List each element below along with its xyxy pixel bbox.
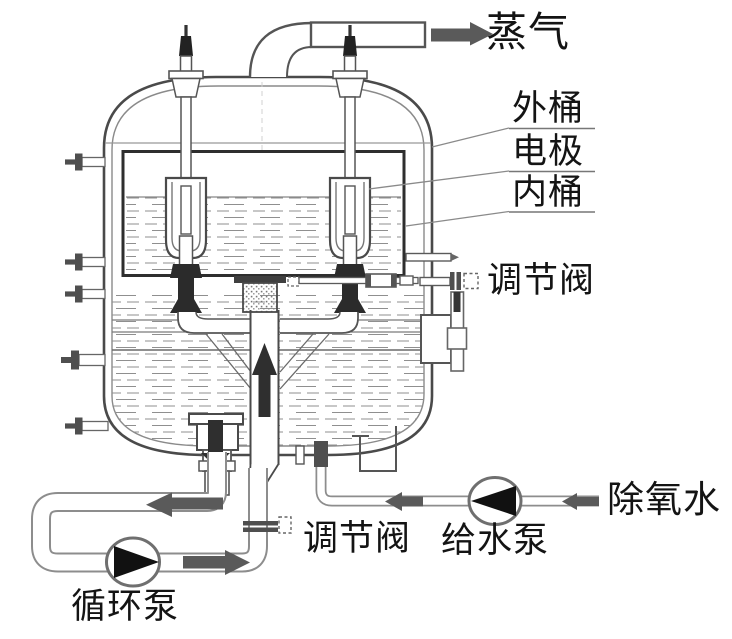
level-probe (405, 252, 459, 262)
electrode-right (328, 25, 372, 313)
feed-flow-arrow (385, 492, 423, 511)
regulating-valve-right-hardware (419, 272, 479, 372)
electrode-elbow-right (280, 311, 359, 334)
label-steam: 蒸气 (486, 9, 570, 55)
label-regulating-valve-bottom: 调节阀 (303, 519, 412, 558)
feed-water-pump-icon (467, 476, 523, 526)
label-leaders (368, 127, 510, 227)
steam-outlet-pipe (248, 21, 427, 78)
label-deaerated-water: 除氧水 (607, 480, 721, 521)
label-inner-barrel: 内桶 (512, 173, 585, 212)
steam-flow-arrow (431, 22, 493, 46)
riser-braces (205, 333, 330, 390)
label-feed-water-pump: 给水泵 (441, 521, 550, 560)
left-nozzles (61, 153, 109, 435)
regulating-valve-bottom-hardware (243, 516, 292, 534)
feed-water-pipe (314, 441, 599, 507)
circulation-discharge-arrow (183, 550, 250, 575)
electrode-elbow-left (177, 311, 251, 334)
support-bracket (352, 426, 397, 472)
label-electrode: 电极 (512, 132, 585, 171)
label-circulating-pump: 循环泵 (71, 587, 180, 626)
riser-up-arrow (252, 343, 277, 375)
central-riser-pipe (248, 310, 280, 484)
label-underlines (509, 127, 595, 213)
level-control-assembly (234, 273, 419, 313)
circulating-pump-icon (105, 536, 161, 588)
bottom-stub (295, 445, 305, 465)
label-outer-barrel: 外桶 (512, 89, 585, 128)
electrode-left (164, 25, 208, 313)
label-regulating-valve-right: 调节阀 (487, 261, 596, 300)
circulation-suction-arrow (146, 492, 223, 517)
drain-down-arrow (208, 420, 223, 453)
inlet-flow-arrow (562, 493, 599, 510)
